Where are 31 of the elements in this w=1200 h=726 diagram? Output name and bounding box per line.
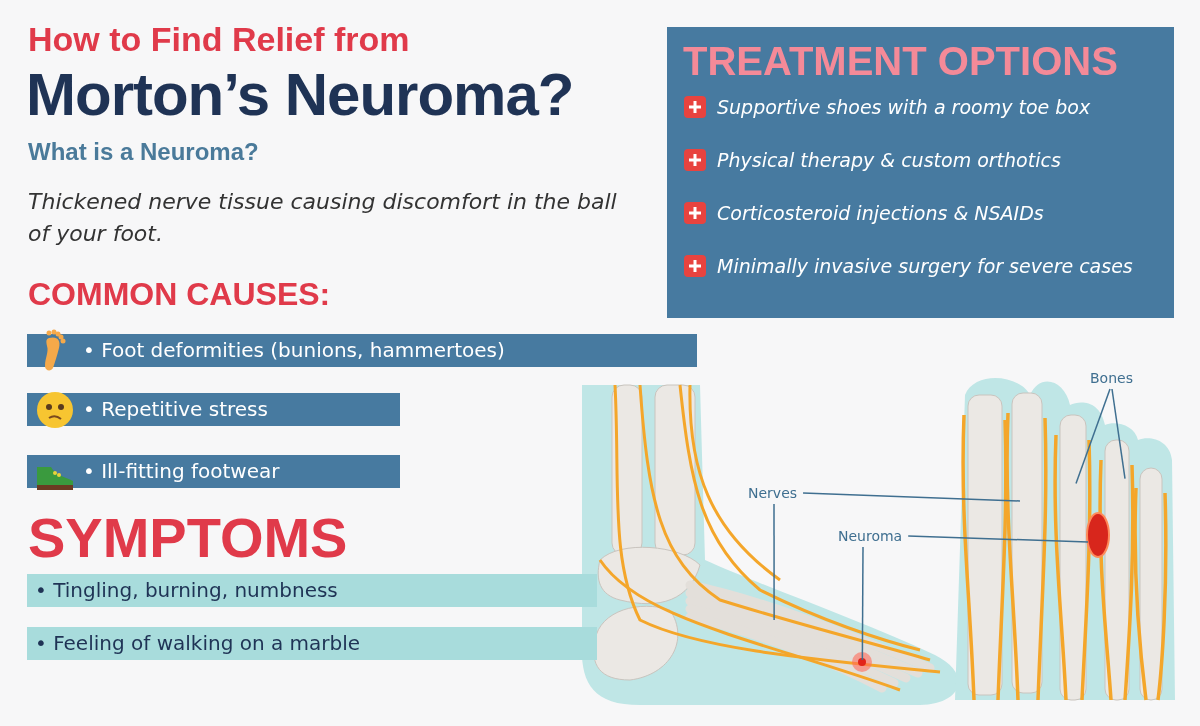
leader-line (773, 503, 775, 621)
leader-line (1111, 388, 1126, 480)
symptom-bar (27, 627, 597, 660)
leader-line (907, 535, 1089, 543)
subtitle: How to Find Relief from (28, 20, 410, 59)
list-item: Minimally invasive surgery for severe cases (717, 254, 1134, 279)
callout-label: Nerves (748, 485, 798, 501)
leader-line (861, 546, 864, 661)
bar-text: • Ill-fitting footwear (83, 459, 280, 483)
list-item: Supportive shoes with a roomy toe box (717, 95, 1092, 120)
section-heading: SYMPTOMS (28, 505, 348, 570)
cause-bar (27, 455, 400, 488)
bar-text: • Repetitive stress (83, 397, 268, 421)
title: Morton’s Neuroma? (26, 60, 574, 129)
foot-skeleton-drawing (581, 384, 959, 705)
cause-bar (27, 393, 400, 426)
bar-text: • Feeling of walking on a marble (35, 631, 361, 655)
callout-label: Neuroma (838, 528, 903, 544)
leader-line (1075, 388, 1111, 485)
section-heading: COMMON CAUSES: (28, 276, 331, 313)
panel-heading: TREATMENT OPTIONS (683, 39, 1118, 84)
bar-text: • Foot deformities (bunions, hammertoes) (83, 338, 505, 362)
bar-text: • Tingling, burning, numbness (35, 578, 338, 602)
callout-label: Bones (1090, 370, 1133, 386)
heading: What is a Neuroma? (28, 138, 259, 166)
info-panel (667, 27, 1174, 318)
symptom-bar (27, 574, 597, 607)
list-item: Physical therapy & custom orthotics (717, 148, 1062, 173)
list-item: Corticosteroid injections & NSAIDs (717, 201, 1045, 226)
description: Thickened nerve tissue causing discomfort in the ball of your foot. (28, 188, 618, 248)
leader-line (802, 492, 1021, 502)
